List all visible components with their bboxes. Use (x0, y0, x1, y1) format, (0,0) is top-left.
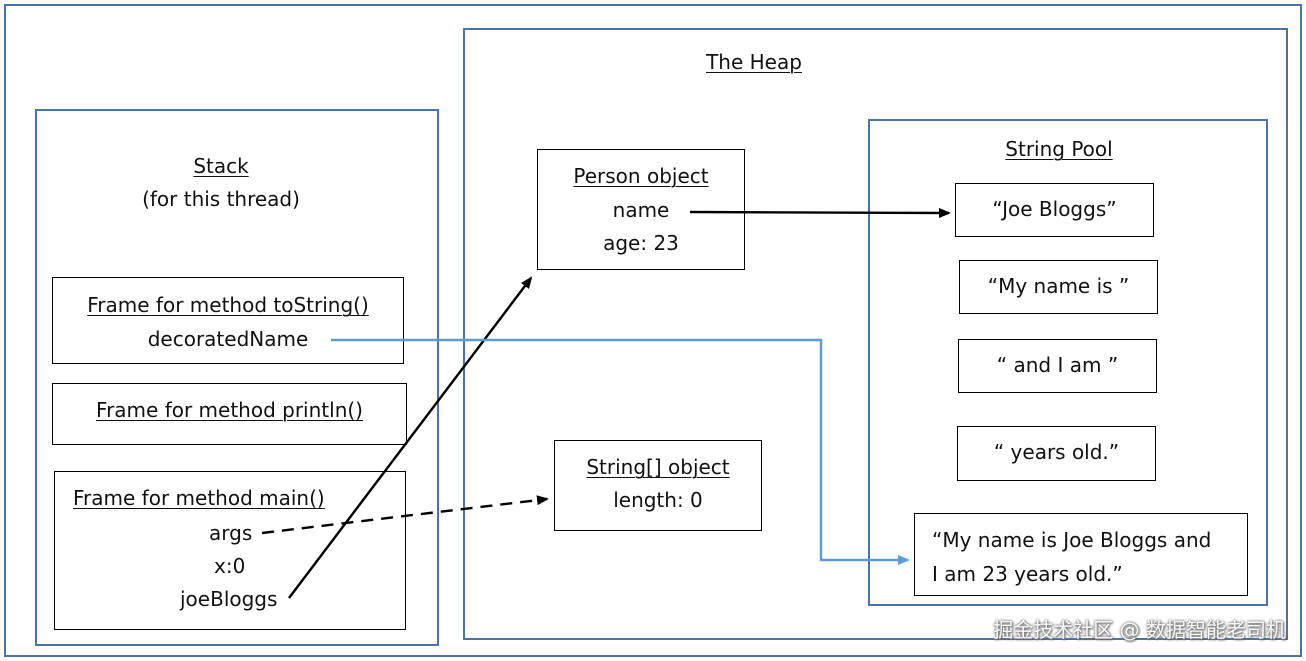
string-array-length: length: 0 (613, 488, 703, 512)
pool-string-years-old-text: “ years old.” (993, 440, 1120, 464)
pool-string-full-sentence (914, 513, 1248, 596)
pool-string-joe-bloggs (955, 183, 1154, 237)
pool-string-my-name-is-text: “My name is ” (987, 274, 1130, 298)
var-joebloggs: joeBloggs (180, 587, 278, 611)
var-x: x:0 (214, 554, 246, 578)
outer-frame (4, 4, 1302, 657)
pool-string-full-sentence-line2: I am 23 years old.” (932, 562, 1123, 586)
pool-string-full-sentence-line1: “My name is Joe Bloggs and (932, 528, 1212, 552)
person-object-title: Person object (573, 164, 709, 188)
string-array-title: String[] object (586, 455, 730, 479)
frame-println-title: Frame for method println() (96, 398, 363, 422)
frame-tostring-title: Frame for method toString() (87, 293, 369, 317)
heap-title: The Heap (706, 50, 802, 74)
person-field-age: age: 23 (603, 231, 679, 255)
pool-string-years-old (957, 426, 1156, 481)
pool-string-and-i-am-text: “ and I am ” (996, 353, 1119, 377)
watermark: 掘金技术社区 @ 数据智能老司机 (993, 618, 1286, 642)
stack-title: Stack (193, 154, 249, 178)
string-pool-title: String Pool (1005, 137, 1113, 161)
person-object (537, 149, 745, 270)
pool-string-and-i-am (958, 339, 1157, 393)
person-field-name: name (612, 198, 670, 222)
frame-main-title: Frame for method main() (73, 486, 325, 510)
pool-string-my-name-is (959, 260, 1158, 314)
var-args: args (209, 521, 253, 545)
var-decoratedname: decoratedName (147, 327, 309, 351)
pool-string-joe-bloggs-text: “Joe Bloggs” (992, 197, 1117, 221)
stack-subtitle: (for this thread) (142, 187, 300, 211)
string-array-object (554, 440, 762, 531)
